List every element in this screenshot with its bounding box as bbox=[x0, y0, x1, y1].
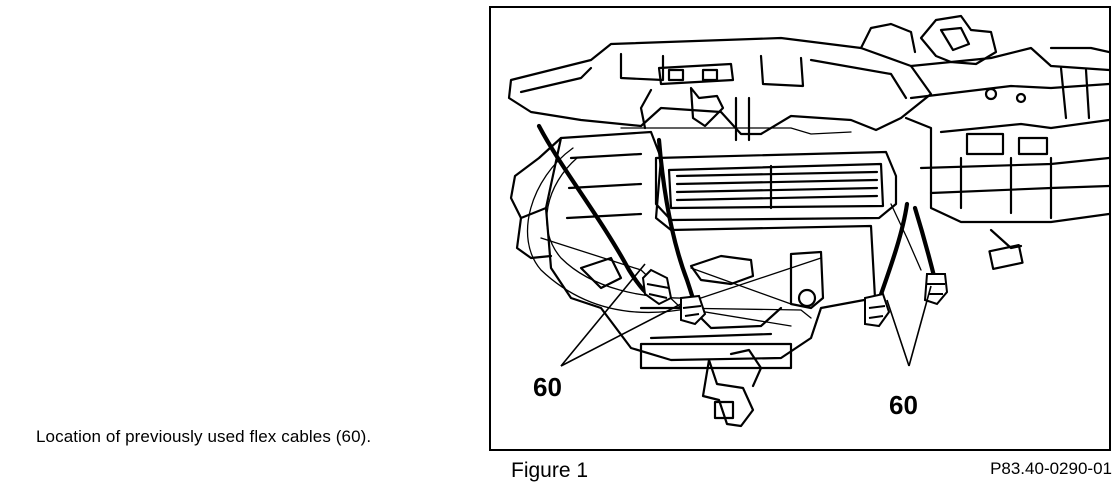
figure-code: P83.40-0290-01 bbox=[990, 459, 1112, 478]
figure-frame: 60 60 bbox=[489, 6, 1111, 451]
callout-left-60: 60 bbox=[533, 372, 562, 402]
hvac-housing-line-drawing: 60 60 bbox=[507, 14, 1109, 428]
caption-text: Location of previously used flex cables … bbox=[36, 427, 372, 446]
figure-label: Figure 1 bbox=[511, 459, 589, 482]
callout-right-60: 60 bbox=[889, 390, 918, 420]
